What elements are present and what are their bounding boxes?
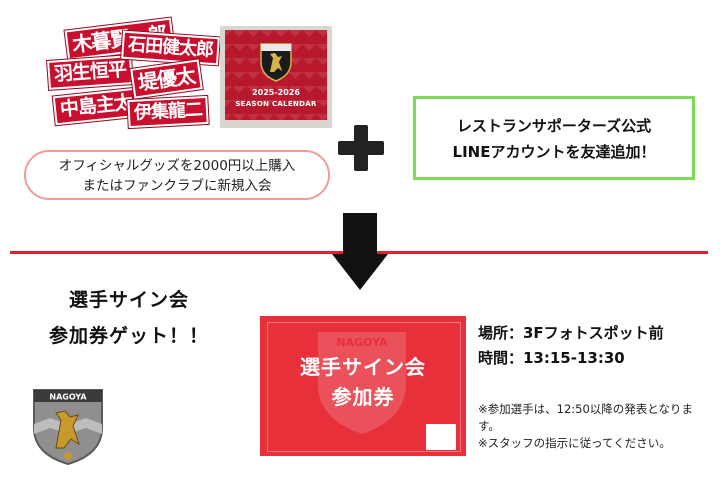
season-calendar-image: 2025-2026 SEASON CALENDAR	[220, 26, 332, 128]
line-friend-add-box: レストランサポーターズ公式 LINEアカウントを友達追加！	[413, 96, 695, 180]
event-title-line-2: 参加券ゲット！！	[48, 325, 209, 347]
event-title: 選手サイン会 参加券ゲット！！	[14, 282, 244, 354]
line-promo-line-1: レストランサポーターズ公式	[456, 117, 652, 135]
ticket-frame	[267, 322, 461, 452]
purchase-condition-pill: オフィシャルグッズを2000円以上購入 またはファンクラブに新規入会	[24, 150, 330, 200]
club-crest-icon	[260, 43, 292, 82]
plus-icon-vertical	[354, 125, 368, 171]
condition-line-1: オフィシャルグッズを2000円以上購入	[58, 158, 296, 174]
note-players: ※参加選手は、12:50以降の発表となります。	[478, 402, 693, 433]
sticker-nakajima: 中島主太	[52, 87, 140, 126]
club-crest-logo: NAGOYA	[33, 389, 103, 466]
event-place: 場所：3Fフォトスポット前	[478, 324, 664, 342]
ticket-stamp-box	[426, 424, 456, 450]
event-time: 時間：13:15-13:30	[478, 349, 625, 367]
condition-line-2: またはファンクラブに新規入会	[82, 178, 272, 194]
signing-event-ticket: NAGOYA 選手サイン会 参加券	[260, 316, 466, 456]
line-promo-line-2: LINEアカウントを友達追加！	[452, 143, 656, 161]
note-staff: ※スタッフの指示に従ってください。	[478, 436, 671, 450]
ticket-crest-text: NAGOYA	[336, 336, 388, 349]
event-notes: ※参加選手は、12:50以降の発表となります。 ※スタッフの指示に従ってください…	[478, 401, 710, 452]
ticket-watermark-crest-icon: NAGOYA	[318, 332, 406, 434]
sticker-hanyu: 羽生恒平	[47, 55, 133, 90]
sticker-tsutsumi: 堤優太	[130, 59, 203, 99]
down-arrow-icon	[343, 213, 377, 255]
ticket-line-2: 参加券	[331, 385, 395, 409]
calendar-cover: 2025-2026 SEASON CALENDAR	[225, 30, 327, 120]
player-name-stickers: 木暮賢一郎 羽生恒平 石田健太郎 中島主太 堤優太 伊集龍二	[47, 14, 220, 136]
down-arrow-head	[332, 254, 388, 290]
sticker-ijuin: 伊集龍二	[127, 95, 209, 129]
crest-text: NAGOYA	[49, 393, 87, 402]
calendar-title: SEASON CALENDAR	[235, 100, 317, 108]
event-title-line-1: 選手サイン会	[68, 289, 189, 311]
event-info: 場所：3Fフォトスポット前 時間：13:15-13:30	[478, 321, 664, 371]
calendar-years: 2025-2026	[252, 88, 300, 97]
ticket-line-1: 選手サイン会	[300, 355, 426, 379]
sticker-ishida: 石田健太郎	[121, 30, 220, 66]
ticket-label: 選手サイン会 参加券	[260, 352, 466, 412]
